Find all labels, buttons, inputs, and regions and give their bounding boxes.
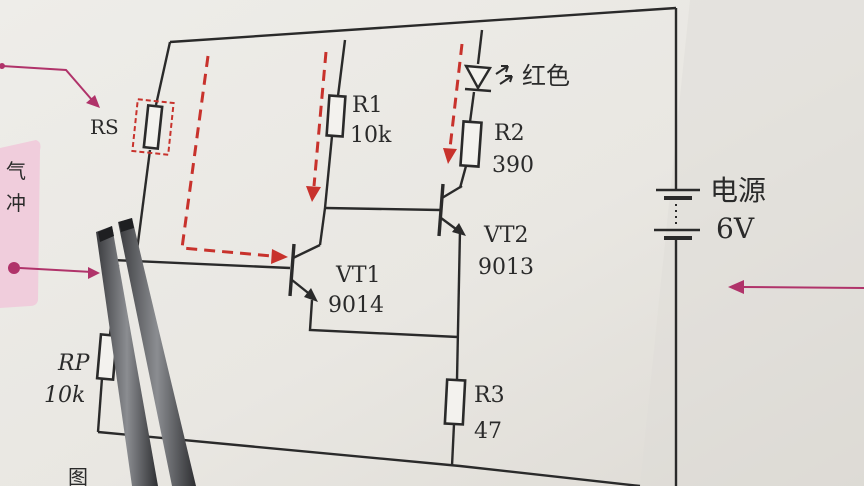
sidebar-text-1: 气 — [6, 159, 26, 183]
label-vt1-name: VT1 — [335, 263, 381, 288]
label-led-color: 红色 — [522, 62, 570, 90]
label-r2-name: R2 — [494, 121, 525, 146]
component-r1 — [325, 94, 347, 138]
pointer-to-rp — [8, 262, 100, 279]
pointer-right — [728, 280, 864, 294]
label-bottom-figure: 图 — [68, 465, 88, 486]
current-flow-arrows — [180, 43, 464, 264]
label-rp-name: RP — [57, 351, 91, 376]
label-rp-value: 10k — [44, 383, 85, 408]
label-power-name: 电源 — [710, 174, 766, 207]
sidebar-text-2: 冲 — [6, 191, 26, 215]
label-power-value: 6V — [716, 212, 755, 245]
pointer-to-rs — [0, 63, 100, 108]
label-vt1-type: 9014 — [328, 293, 384, 318]
label-rs: RS — [90, 115, 119, 139]
page-fold-shadow — [640, 0, 864, 486]
label-vt2-type: 9013 — [478, 255, 534, 280]
tweezers — [96, 218, 196, 486]
label-r2-value: 390 — [492, 153, 534, 178]
transistor-vt2 — [437, 183, 466, 237]
label-r3-name: R3 — [474, 383, 505, 408]
component-rs — [131, 98, 175, 156]
label-r3-value: 47 — [474, 419, 502, 444]
component-battery — [654, 188, 700, 240]
component-led — [463, 64, 513, 93]
label-r1-value: 10k — [350, 123, 392, 148]
label-vt2-name: VT2 — [483, 223, 529, 248]
transistor-vt1 — [288, 243, 321, 302]
component-r3 — [443, 378, 467, 426]
component-r2 — [459, 120, 483, 168]
label-r1-name: R1 — [352, 93, 383, 118]
